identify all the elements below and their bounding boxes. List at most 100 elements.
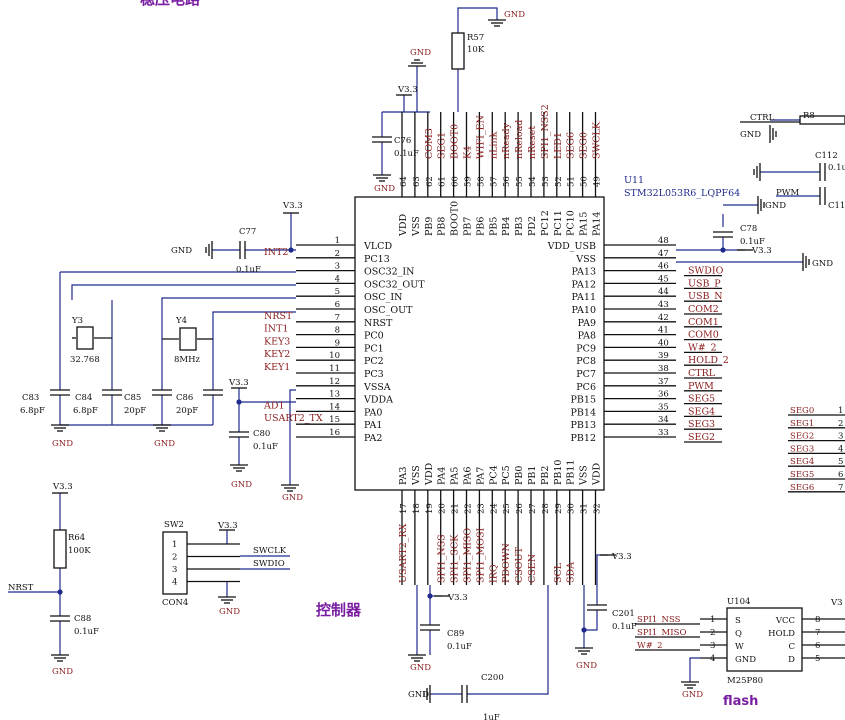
pin-number: 43 bbox=[658, 300, 669, 310]
gnd-label: GND bbox=[765, 201, 786, 211]
pin-number: 42 bbox=[658, 313, 669, 323]
c112-value: 0.1u bbox=[828, 163, 845, 173]
net-label: COM3 bbox=[424, 128, 435, 159]
pin-number: 30 bbox=[567, 503, 577, 514]
pin-number: 10 bbox=[329, 351, 340, 361]
pin-number: 17 bbox=[399, 503, 409, 514]
pin-number: 16 bbox=[329, 428, 340, 438]
junction-dot bbox=[581, 627, 587, 633]
gnd-label: GND bbox=[410, 663, 431, 673]
u104-body bbox=[726, 607, 803, 672]
c83-ref: C83 bbox=[22, 393, 39, 403]
pin-name: OSC32_IN bbox=[364, 267, 414, 278]
net-label: IRQ bbox=[488, 564, 499, 583]
c83-value: 6.8pF bbox=[20, 406, 45, 416]
u104-pin-name: C bbox=[788, 642, 795, 652]
c80-value: 0.1uF bbox=[253, 442, 278, 452]
components bbox=[50, 19, 845, 703]
pin-number: 41 bbox=[658, 326, 669, 336]
pin-number: 36 bbox=[658, 390, 669, 400]
pin-number: 7 bbox=[335, 313, 340, 323]
u11-part: STM32L053R6_LQPF64 bbox=[624, 188, 740, 199]
c200-value: 1uF bbox=[483, 713, 500, 720]
pin-name: PA6 bbox=[463, 467, 474, 485]
net-label: CSEN bbox=[527, 554, 538, 583]
pin-number: 63 bbox=[412, 176, 422, 187]
pin-number: 4 bbox=[335, 274, 340, 284]
junction-dot bbox=[720, 247, 726, 253]
seg-net: SEG2 bbox=[790, 432, 814, 442]
pin-number: 50 bbox=[580, 176, 590, 187]
seg-pin-number: 3 bbox=[838, 432, 843, 442]
net-label: KEY1 bbox=[264, 362, 290, 373]
u104-net: SPI1_MISO bbox=[637, 628, 686, 638]
y4-value: 8MHz bbox=[174, 355, 201, 365]
junction-dot bbox=[427, 593, 433, 599]
net-label: SPI1_NSS2 bbox=[540, 104, 551, 159]
swclk-label: SWCLK bbox=[253, 546, 287, 556]
c80-ref: C80 bbox=[253, 429, 270, 439]
pin-name: PA2 bbox=[364, 433, 382, 444]
v33-label: V3 bbox=[830, 598, 843, 608]
con4-ref: CON4 bbox=[162, 598, 188, 608]
pin-number: 52 bbox=[554, 176, 564, 187]
r57-value: 10K bbox=[467, 45, 485, 55]
pin-name: VSS bbox=[579, 465, 590, 486]
sw-pin-number: 1 bbox=[172, 540, 177, 550]
u104-pin-number: 3 bbox=[710, 641, 715, 651]
pin-name: PA15 bbox=[579, 212, 590, 236]
gnd-label: GND bbox=[282, 493, 303, 503]
net-label: USB_P bbox=[688, 278, 721, 289]
net-label: COM2 bbox=[688, 304, 719, 315]
u104-pin-name: D bbox=[788, 655, 795, 665]
u104-ref: U104 bbox=[727, 597, 750, 607]
sw2-ref: SW2 bbox=[164, 520, 184, 530]
pin-name: PC4 bbox=[488, 465, 499, 485]
net-label: SEG0 bbox=[579, 132, 590, 159]
pin-name: PB4 bbox=[501, 217, 512, 236]
resistor-r8x bbox=[799, 115, 845, 125]
u11-ref: U11 bbox=[624, 175, 644, 186]
pin-number: 21 bbox=[451, 503, 461, 514]
pin-name: PB5 bbox=[488, 217, 499, 236]
gnd-label: GND bbox=[154, 439, 175, 449]
pin-name: VDD bbox=[424, 463, 435, 486]
u104-pin-name: HOLD bbox=[768, 629, 795, 639]
net-label: AD1 bbox=[263, 400, 285, 411]
pin-name: VLCD bbox=[363, 241, 392, 252]
gnd-label: GND bbox=[171, 246, 192, 256]
c201-ref: C201 bbox=[612, 609, 635, 619]
c201-value: 0.1uF bbox=[612, 622, 637, 632]
u104-pin-name: VCC bbox=[775, 616, 795, 626]
net-label: nReady bbox=[501, 122, 512, 159]
pin-name: PB8 bbox=[437, 217, 448, 236]
c88-ref: C88 bbox=[74, 614, 91, 624]
pin-name: PB15 bbox=[571, 395, 596, 406]
u104-net: W#_2 bbox=[637, 641, 663, 651]
wire bbox=[689, 657, 700, 682]
pin-number: 25 bbox=[502, 503, 512, 514]
pin-name: PB9 bbox=[424, 217, 435, 236]
pin-number: 60 bbox=[451, 176, 461, 187]
pin-number: 45 bbox=[658, 274, 669, 284]
pin-name: PC5 bbox=[501, 465, 512, 485]
y4-ref: Y4 bbox=[175, 316, 187, 326]
pin-name: PC9 bbox=[576, 343, 596, 354]
junction-dot bbox=[236, 399, 242, 405]
u104-pin-number: 8 bbox=[815, 615, 820, 625]
junction-dot bbox=[288, 247, 294, 253]
c88-value: 0.1uF bbox=[74, 627, 99, 637]
pin-name: PB12 bbox=[571, 433, 596, 444]
pin-name: PA1 bbox=[364, 420, 382, 431]
pin-name: PB1 bbox=[527, 466, 538, 485]
pin-number: 57 bbox=[489, 176, 499, 187]
junction-dot bbox=[57, 589, 63, 595]
pin-name: PB0 bbox=[514, 466, 525, 485]
pin-number: 8 bbox=[335, 326, 340, 336]
pin-name: PB13 bbox=[571, 420, 596, 431]
pin-number: 14 bbox=[329, 402, 340, 412]
net-label: SPI1_MISO bbox=[463, 528, 474, 583]
pin-number: 61 bbox=[438, 176, 448, 187]
pin-name: PB10 bbox=[553, 460, 564, 485]
